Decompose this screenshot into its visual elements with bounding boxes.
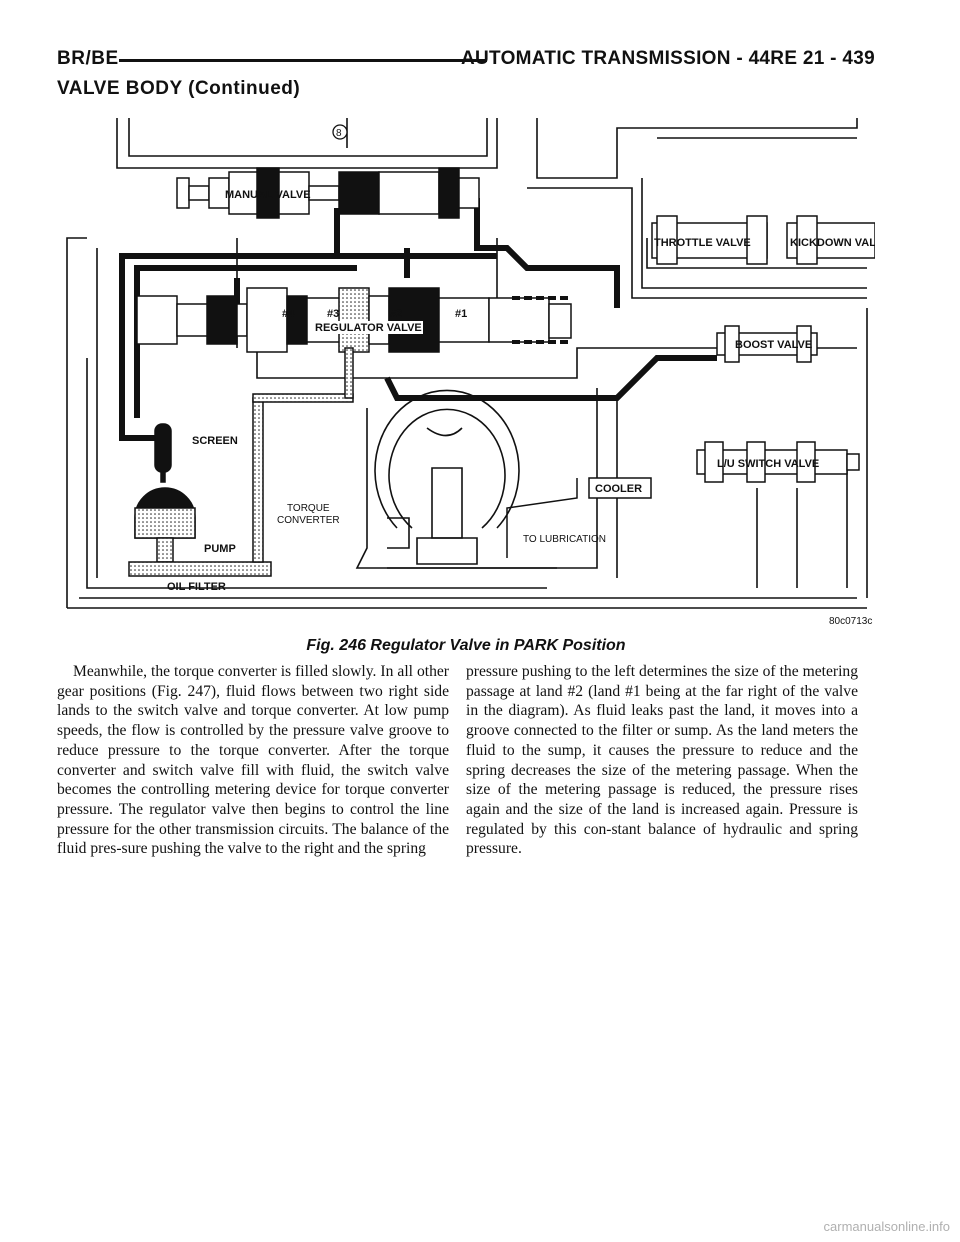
- regulator-valve: [136, 287, 572, 353]
- pump-label: PUMP: [204, 543, 236, 555]
- left-paragraph: Meanwhile, the torque converter is fille…: [57, 663, 449, 858]
- oil-filter-label: OIL FILTER: [167, 581, 226, 593]
- boost-valve: [716, 325, 818, 363]
- boost-valve-label: BOOST VALVE: [735, 339, 812, 351]
- body-column-left: Meanwhile, the torque converter is fille…: [57, 662, 449, 859]
- land-2-label: #2: [390, 308, 402, 320]
- figure-caption: Fig. 246 Regulator Valve in PARK Positio…: [306, 637, 626, 654]
- cooler-label: COOLER: [595, 483, 642, 495]
- manual-valve-label: MANUAL VALVE: [225, 189, 311, 201]
- body-column-right: pressure pushing to the left determines …: [466, 662, 858, 859]
- throttle-valve: [651, 215, 875, 265]
- regulator-valve-label: REGULATOR VALVE: [315, 322, 422, 334]
- page-header: BR/BE AUTOMATIC TRANSMISSION - 44RE 21 -…: [57, 44, 875, 74]
- manual-valve: [176, 167, 480, 219]
- header-model: BR/BE: [57, 48, 119, 69]
- to-lubrication-label: TO LUBRICATION: [523, 534, 606, 545]
- land-1-label: #1: [455, 308, 467, 320]
- cooler: [506, 477, 652, 558]
- torque-converter: [355, 389, 557, 569]
- figure-code: 80c0713c: [829, 616, 872, 627]
- header-section-page: AUTOMATIC TRANSMISSION - 44RE 21 - 439: [461, 48, 875, 69]
- header-rule: [119, 59, 487, 62]
- regulator-valve-diagram: MANUAL VALVE 8 THROTTLE VALVE KICKDOWN V…: [57, 108, 875, 630]
- screen-label: SCREEN: [192, 435, 238, 447]
- land-3-label: #3: [327, 308, 339, 320]
- watermark: carmanualsonline.info: [823, 1219, 950, 1234]
- hydraulic-passages: [66, 118, 868, 609]
- kickdown-valve-label: KICKDOWN VAL: [790, 237, 875, 249]
- section-title: VALVE BODY (Continued): [57, 78, 301, 99]
- filter-assembly: [128, 347, 354, 577]
- land-4-label: #4: [282, 308, 295, 320]
- torque-label: TORQUE: [287, 503, 330, 514]
- right-paragraph: pressure pushing to the left determines …: [466, 663, 858, 858]
- circle-8-label: 8: [336, 128, 342, 139]
- lu-switch-valve: [696, 441, 860, 483]
- throttle-valve-label: THROTTLE VALVE: [654, 237, 751, 249]
- regulator-spring: [512, 296, 568, 344]
- lu-switch-valve-label: L/U SWITCH VALVE: [717, 458, 819, 470]
- converter-label: CONVERTER: [277, 515, 340, 526]
